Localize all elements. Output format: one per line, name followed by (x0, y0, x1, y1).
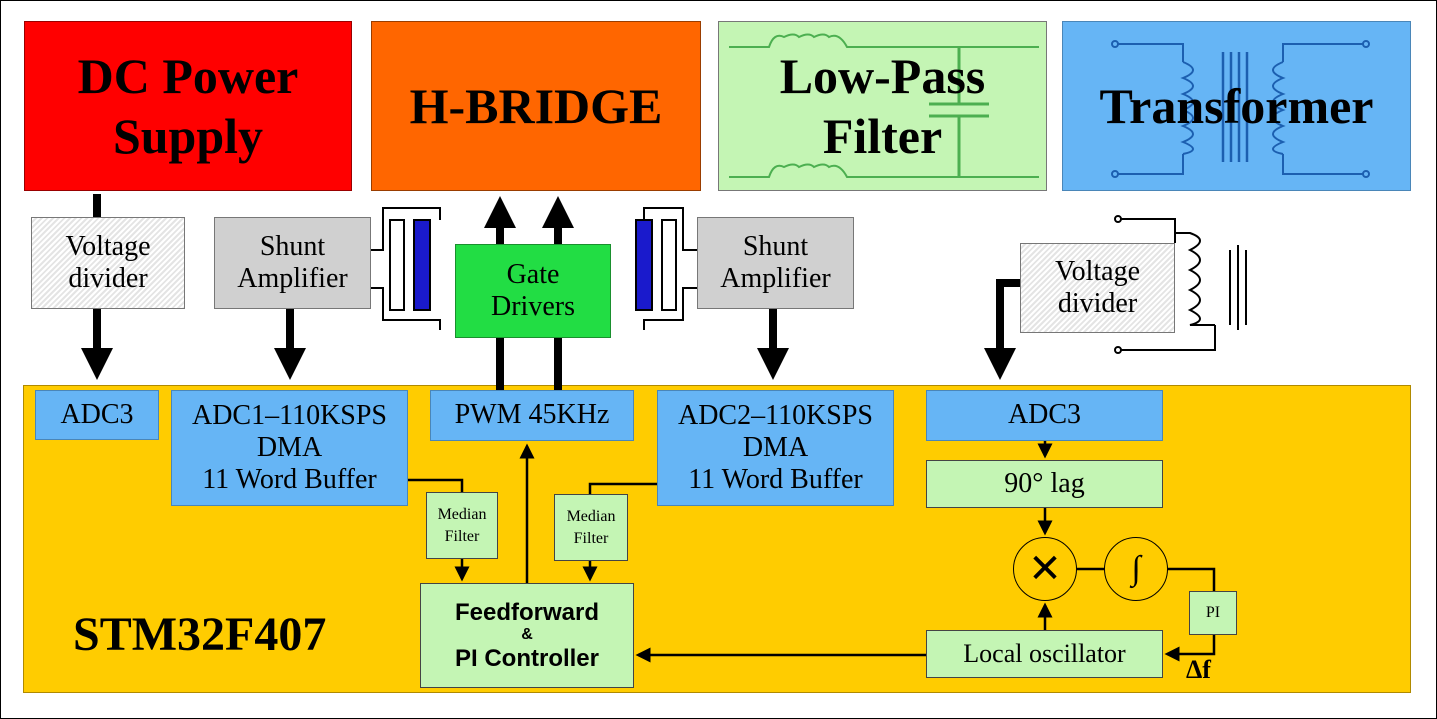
voltage-divider-right-line1: Voltage (1054, 255, 1141, 287)
adc2-line3: 11 Word Buffer (688, 464, 863, 496)
voltage-divider-left-line1: Voltage (65, 230, 151, 262)
gate-drivers-block: Gate Drivers (455, 244, 611, 338)
mosfet-right-icon (635, 207, 697, 330)
controller-line3: PI Controller (454, 644, 599, 672)
local-oscillator-block: Local oscillator (926, 630, 1163, 678)
median-filter-left-line1: Median (437, 505, 487, 523)
mcu-name-label: STM32F407 (73, 608, 327, 661)
shunt-amplifier-right-line1: Shunt (742, 230, 809, 262)
delta-f-label: Δf (1186, 655, 1211, 684)
shunt-amplifier-right-line2: Amplifier (720, 263, 831, 294)
adc3-left-block: ADC3 (35, 390, 159, 440)
gate-drivers-line1: Gate (506, 258, 560, 290)
mosfet-left-icon (371, 207, 441, 330)
median-filter-left: Median Filter (426, 492, 498, 559)
transformer-label: Transformer (1099, 78, 1374, 134)
controller-line1: Feedforward (454, 598, 600, 626)
controller-line2: & (521, 626, 533, 644)
shunt-amplifier-left-line2: Amplifier (237, 263, 348, 294)
h-bridge-block: H-BRIDGE (371, 21, 701, 191)
pi-label: PI (1205, 604, 1221, 622)
voltage-divider-left: Voltage divider (31, 217, 185, 309)
median-filter-left-line2: Filter (444, 527, 480, 545)
adc3-right-label: ADC3 (1007, 399, 1082, 431)
adc3-right-block: ADC3 (926, 390, 1163, 441)
adc1-line2: DMA (256, 431, 323, 463)
adc1-block: ADC1–110KSPS DMA 11 Word Buffer (171, 390, 408, 506)
low-pass-filter-line2: Filter (822, 108, 943, 164)
local-oscillator-label: Local oscillator (963, 639, 1126, 669)
transformer-block: Transformer (1062, 21, 1411, 191)
integrator-symbol: ∫ (1131, 550, 1141, 587)
feedforward-pi-controller: Feedforward & PI Controller (420, 583, 634, 688)
multiplier-symbol: ✕ (1028, 546, 1062, 592)
voltage-divider-left-line2: divider (68, 263, 148, 294)
adc1-line1: ADC1–110KSPS (191, 399, 387, 431)
gate-drivers-line2: Drivers (491, 291, 575, 322)
h-bridge-label: H-BRIDGE (409, 78, 663, 134)
pi-to-oscillator (1164, 635, 1216, 662)
adc2-line2: DMA (742, 431, 809, 463)
dc-power-supply-block: DC Power Supply (24, 21, 352, 191)
voltage-divider-right-line2: divider (1057, 288, 1138, 319)
adc3-left-label: ADC3 (60, 398, 134, 430)
adc2-to-median-right (588, 482, 657, 494)
pi-block: PI (1189, 591, 1237, 635)
median-filter-right: Median Filter (554, 494, 628, 561)
shunt-amplifier-left: Shunt Amplifier (214, 217, 371, 309)
adc1-line3: 11 Word Buffer (202, 464, 377, 496)
shunt-amplifier-left-line1: Shunt (259, 230, 326, 262)
adc2-line1: ADC2–110KSPS (677, 399, 873, 431)
integrator-icon: ∫ (1104, 537, 1168, 601)
dc-power-supply-line1: DC Power (77, 48, 299, 104)
pwm-label: PWM 45KHz (454, 399, 610, 431)
low-pass-filter-line1: Low-Pass (779, 48, 986, 104)
sense-coil-icon (1114, 215, 1247, 354)
transformer-schematic-icon (1111, 40, 1370, 178)
voltage-divider-right: Voltage divider (1020, 243, 1175, 333)
low-pass-filter-block: Low-Pass Filter (718, 21, 1047, 191)
phase-lag-block: 90° lag (926, 460, 1163, 508)
adc1-to-median-left (408, 478, 464, 492)
filter-schematic-icon (729, 33, 1039, 178)
phase-lag-label: 90° lag (1004, 467, 1085, 499)
shunt-amplifier-right: Shunt Amplifier (697, 217, 854, 309)
integrator-to-pi (1168, 567, 1216, 591)
pwm-block: PWM 45KHz (430, 390, 634, 441)
adc2-block: ADC2–110KSPS DMA 11 Word Buffer (657, 390, 894, 506)
multiplier-icon: ✕ (1013, 537, 1077, 601)
dc-power-supply-line2: Supply (112, 108, 264, 164)
coil-divider-to-adc3-arrow (984, 279, 1020, 380)
median-filter-right-line2: Filter (573, 529, 609, 547)
median-filter-right-line1: Median (566, 507, 616, 525)
